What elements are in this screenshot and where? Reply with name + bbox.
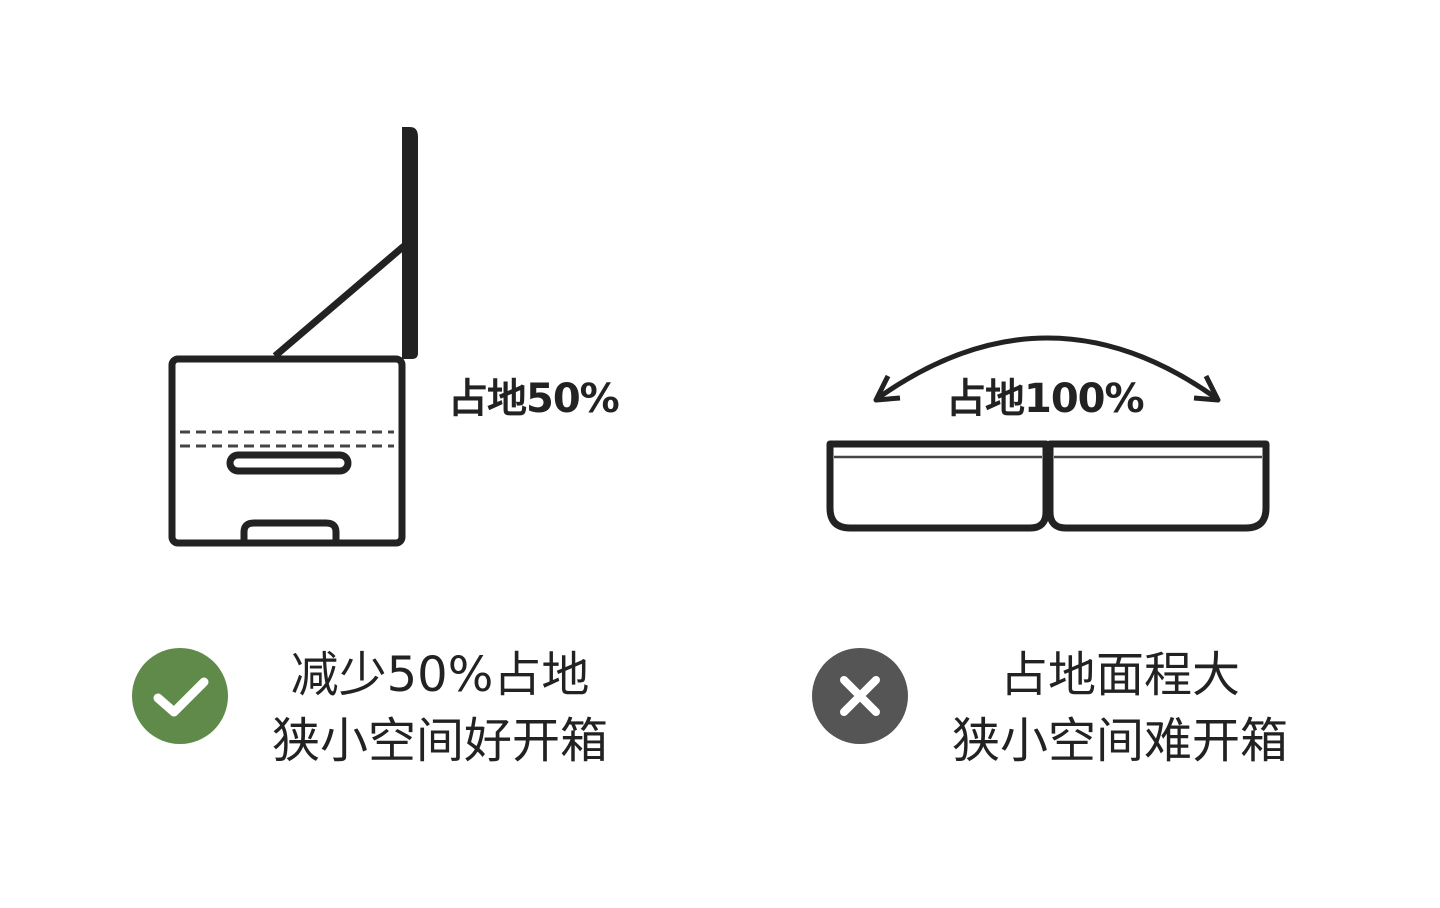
arrowhead-left-icon [873, 374, 901, 403]
caption: 减少50%占地 狭小空间好开箱 [230, 642, 650, 774]
area-label: 占地100% [946, 376, 1145, 422]
tray-right [1046, 440, 1270, 532]
caption-line-2: 狭小空间好开箱 [271, 713, 608, 769]
flat-open-box-illustration [826, 335, 1270, 532]
arrowhead-right-icon [1193, 374, 1221, 403]
handle-slot [226, 451, 352, 475]
caption: 占地面程大 狭小空间难开箱 [910, 642, 1330, 774]
check-icon [153, 677, 209, 717]
box-lid [402, 127, 418, 359]
swing-arc [876, 335, 1218, 401]
caption-line-2: 狭小空间难开箱 [951, 713, 1288, 769]
area-label: 占地50% [448, 376, 620, 422]
caption-line-1: 占地面程大 [999, 647, 1240, 703]
tray-left [826, 440, 1050, 532]
cross-badge [812, 648, 908, 744]
box-foot [240, 519, 340, 540]
upright-lid-panel: 占地50% 减少50%占地 狭小空间好开箱 [132, 127, 650, 774]
check-badge [132, 648, 228, 744]
cross-icon [840, 676, 880, 716]
lid-support-strut [272, 243, 407, 359]
flat-open-panel: 占地100% 占地面程大 狭小空间难开箱 [720, 0, 1440, 908]
upright-lid-box-illustration [168, 127, 418, 547]
box-body [168, 355, 406, 547]
caption-line-1: 减少50%占地 [290, 647, 590, 703]
